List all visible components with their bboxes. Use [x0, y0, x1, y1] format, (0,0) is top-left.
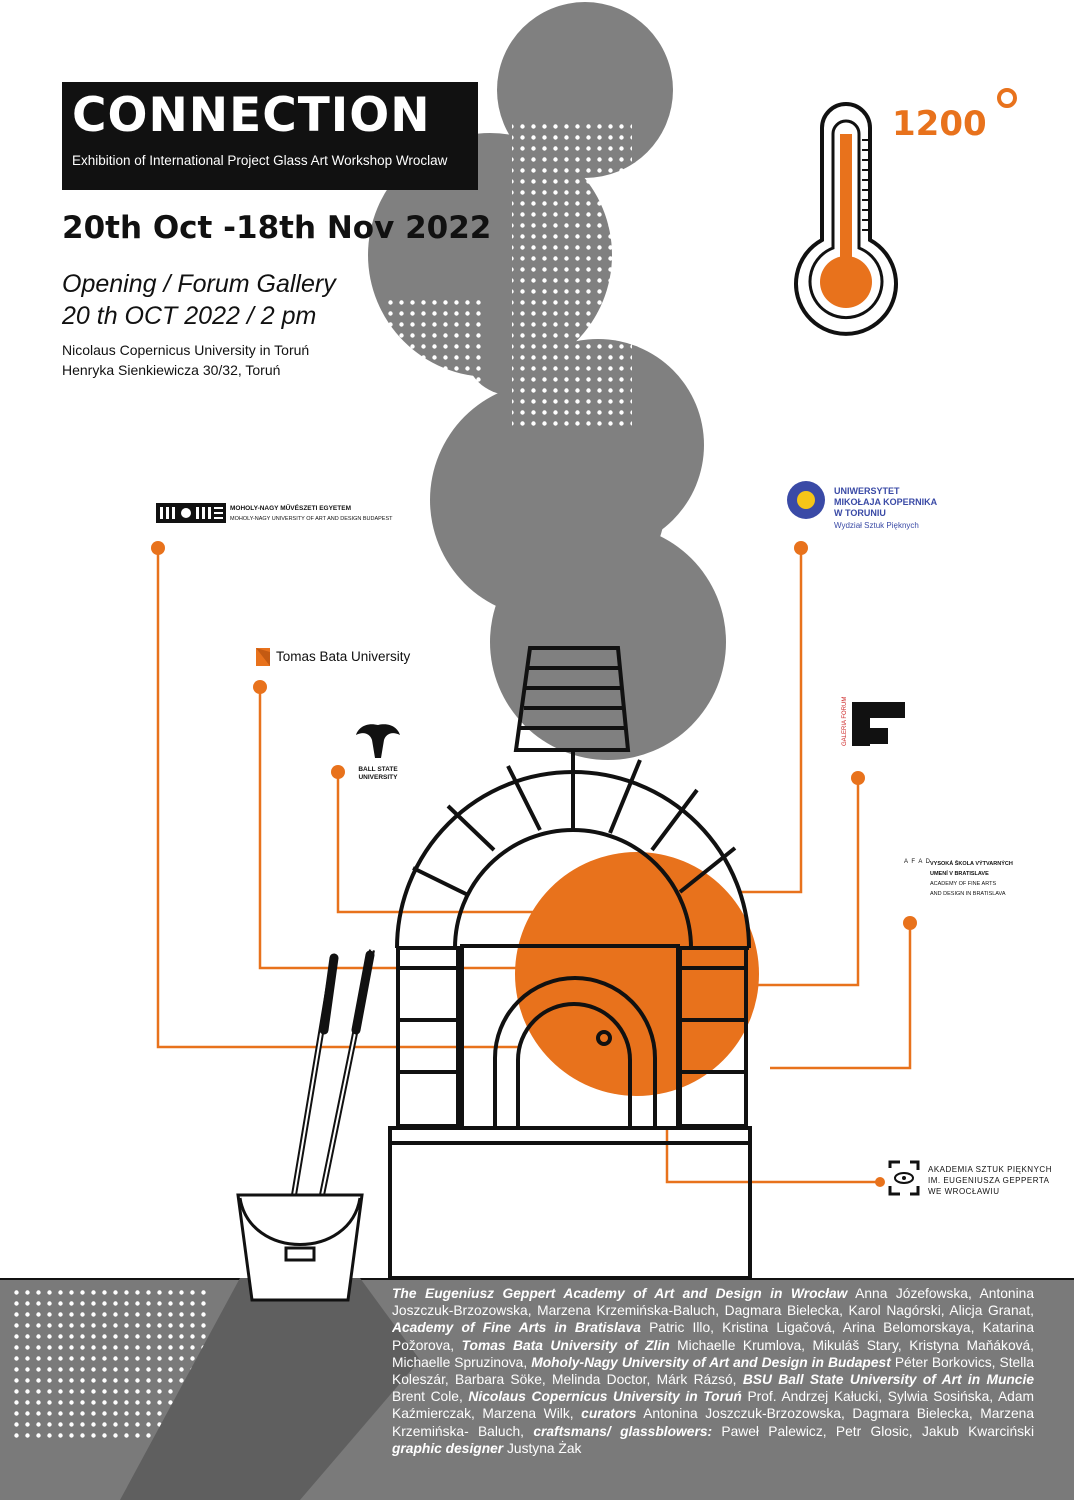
- opening-info: Opening / Forum Gallery 20 th OCT 2022 /…: [62, 268, 336, 332]
- credit-names: Paweł Palewicz, Petr Glosic, Jakub Kwarc…: [712, 1423, 1034, 1439]
- temperature-label: 1200: [892, 104, 987, 144]
- credit-institution: BSU Ball State University of Art in Munc…: [742, 1372, 1034, 1388]
- credit-institution: Moholy-Nagy University of Art and Design…: [531, 1354, 891, 1370]
- asp-logo: [888, 1160, 920, 1196]
- afad-mark: A F A D: [904, 859, 932, 865]
- avu-line-1: VYSOKÁ ŠKOLA VÝTVARNÝCH: [930, 861, 1013, 867]
- asp-name: AKADEMIA SZTUK PIĘKNYCH IM. EUGENIUSZA G…: [928, 1164, 1052, 1197]
- credit-names: Péter Borkovics, Stella Koleszár, Barbar…: [392, 1354, 1034, 1388]
- credit-institution: curators: [581, 1406, 637, 1422]
- umk-line-1: UNIWERSYTET: [834, 486, 900, 496]
- credit-institution: graphic designer: [392, 1440, 504, 1456]
- credit-names: Anna Józefowska, Antonina Joszczuk-Brzoz…: [392, 1286, 1034, 1319]
- avu-line-4: AND DESIGN IN BRATISLAVA: [930, 891, 1006, 897]
- avu-line-2: UMENÍ V BRATISLAVE: [930, 871, 989, 877]
- bsu-line-2: UNIVERSITY: [358, 774, 398, 781]
- credit-institution: Tomas Bata University of Zlin: [461, 1337, 670, 1353]
- venue-line-2: Henryka Sienkiewicza 30/32, Toruń: [62, 362, 281, 378]
- exhibition-dates: 20th Oct -18th Nov 2022: [62, 210, 492, 246]
- credit-names: Antonina Joszczuk-Brzozowska, Dagmara Bi…: [392, 1406, 1034, 1439]
- credit-institution: craftsmans/ glassblowers:: [533, 1423, 713, 1439]
- credits-text: The Eugeniusz Geppert Academy of Art and…: [392, 1285, 1034, 1477]
- glass-furnace-icon: [388, 646, 752, 1280]
- umk-line-3: W TORUNIU: [834, 508, 886, 518]
- blowpipe-icon: [291, 949, 375, 1196]
- credit-names: Prof. Andrzej Kałucki, Sylwia Sosińska, …: [392, 1389, 1034, 1422]
- avu-name: VYSOKÁ ŠKOLA VÝTVARNÝCH UMENÍ V BRATISLA…: [930, 859, 1013, 899]
- asp-line-2: IM. EUGENIUSZA GEPPERTA: [928, 1176, 1050, 1185]
- galeria-forum-name: GALERIA FORUM: [842, 696, 848, 746]
- bsu-logo: [356, 724, 400, 758]
- credit-names: Brent Cole,: [392, 1389, 469, 1405]
- umk-subtitle: Wydział Sztuk Pięknych: [834, 521, 919, 530]
- galeria-forum-logo: [852, 702, 905, 746]
- mome-subtitle: MOHOLY-NAGY UNIVERSITY OF ART AND DESIGN…: [230, 516, 393, 522]
- tbu-name: Tomas Bata University: [276, 649, 411, 664]
- opening-line-2: 20 th OCT 2022 / 2 pm: [62, 302, 317, 330]
- bsu-name: BALL STATE UNIVERSITY: [356, 766, 400, 782]
- credit-institution: Nicolaus Copernicus University in Toruń: [468, 1389, 742, 1405]
- furnace-glow: [515, 852, 759, 1096]
- credit-names: Michaelle Krumlova, Mikuláš Stary, Krist…: [392, 1337, 1034, 1370]
- umk-line-2: MIKOŁAJA KOPERNIKA: [834, 497, 938, 507]
- mome-logo: [156, 503, 226, 523]
- credit-institution: Academy of Fine Arts in Bratislava: [392, 1320, 641, 1336]
- ground-band: [0, 1278, 1074, 1500]
- smoke-dot-pattern: [383, 118, 632, 428]
- thermometer-icon: [794, 88, 1017, 336]
- venue-line-1: Nicolaus Copernicus University in Toruń: [62, 342, 310, 358]
- umk-logo: [787, 481, 825, 519]
- mome-name: MOHOLY-NAGY MŰVÉSZETI EGYETEM: [230, 505, 351, 512]
- asp-line-3: WE WROCŁAWIU: [928, 1187, 1000, 1196]
- bsu-line-1: BALL STATE: [358, 766, 398, 773]
- avu-line-3: ACADEMY OF FINE ARTS: [930, 881, 997, 887]
- tbu-logo: [256, 648, 270, 666]
- asp-line-1: AKADEMIA SZTUK PIĘKNYCH: [928, 1165, 1052, 1174]
- opening-line-1: Opening / Forum Gallery: [62, 270, 336, 298]
- page-title: CONNECTION: [72, 88, 431, 143]
- title-box: CONNECTION Exhibition of International P…: [62, 82, 478, 190]
- credit-names: Justyna Żak: [503, 1440, 582, 1456]
- bucket-icon: [236, 1193, 364, 1302]
- page-subtitle: Exhibition of International Project Glas…: [72, 153, 448, 168]
- venue-info: Nicolaus Copernicus University in Toruń …: [62, 340, 309, 380]
- credit-institution: The Eugeniusz Geppert Academy of Art and…: [392, 1286, 848, 1301]
- credit-names: Patric Illo, Kristina Ligačová, Arina Be…: [392, 1320, 1034, 1353]
- umk-name: UNIWERSYTET MIKOŁAJA KOPERNIKA W TORUNIU: [834, 486, 937, 519]
- connector-dots: [151, 541, 917, 1187]
